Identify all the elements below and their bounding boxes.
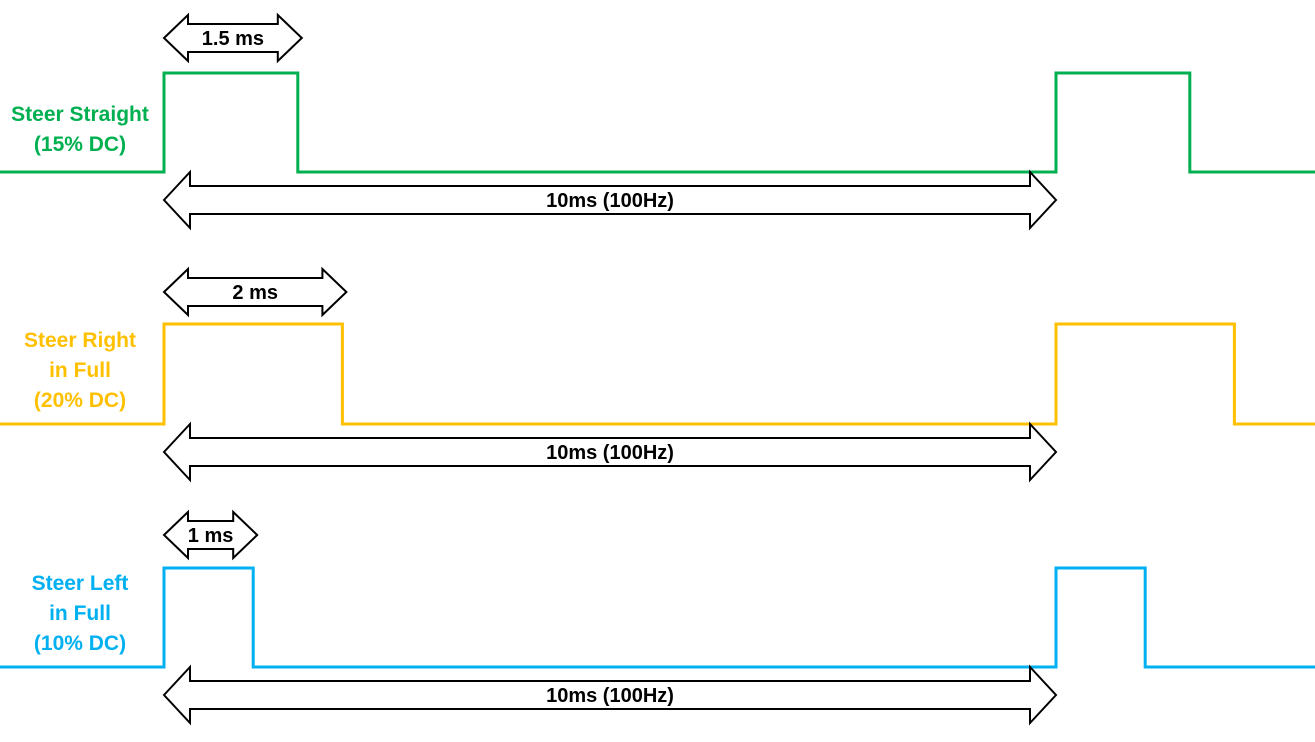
signal-row: Steer Straight (15% DC) 1.5 ms 10ms (100Hz): [0, 12, 1315, 231]
signal-label: Steer Right in Full (20% DC): [24, 329, 136, 412]
period-arrow: [162, 421, 1058, 483]
signal-row: Steer Left in Full (10% DC) 1 ms 10ms (100Hz…: [0, 509, 1315, 726]
signal-label: Steer Straight (15% DC): [11, 103, 149, 156]
signal-label-line: Steer Right: [24, 329, 136, 352]
period-label: 10ms (100Hz): [546, 685, 674, 707]
signal-label-line: (10% DC): [34, 632, 126, 655]
pwm-waveform: [0, 71, 1315, 174]
pulse-width-label: 2 ms: [232, 282, 278, 304]
pulse-width-label: 1.5 ms: [202, 28, 264, 50]
signal-label-line: in Full: [49, 602, 111, 625]
pulse-width-label: 1 ms: [188, 525, 234, 547]
pulse-width-arrow: [162, 266, 348, 318]
pwm-waveform: [0, 322, 1315, 426]
signal-row: Steer Right in Full (20% DC) 2 ms 10ms (100H…: [0, 266, 1315, 483]
signal-label: Steer Left in Full (10% DC): [32, 572, 129, 655]
signal-label-line: Steer Left: [32, 572, 129, 595]
pwm-waveform: [0, 566, 1315, 669]
period-label: 10ms (100Hz): [546, 190, 674, 212]
pulse-width-arrow: [162, 509, 259, 561]
period-arrow: [162, 664, 1058, 726]
signal-label-line: in Full: [49, 359, 111, 382]
period-arrow: [162, 169, 1058, 231]
period-label: 10ms (100Hz): [546, 442, 674, 464]
signal-label-line: (20% DC): [34, 389, 126, 412]
pulse-width-arrow: [162, 12, 304, 64]
signal-label-line: Steer Straight: [11, 103, 149, 126]
signal-label-line: (15% DC): [34, 133, 126, 156]
